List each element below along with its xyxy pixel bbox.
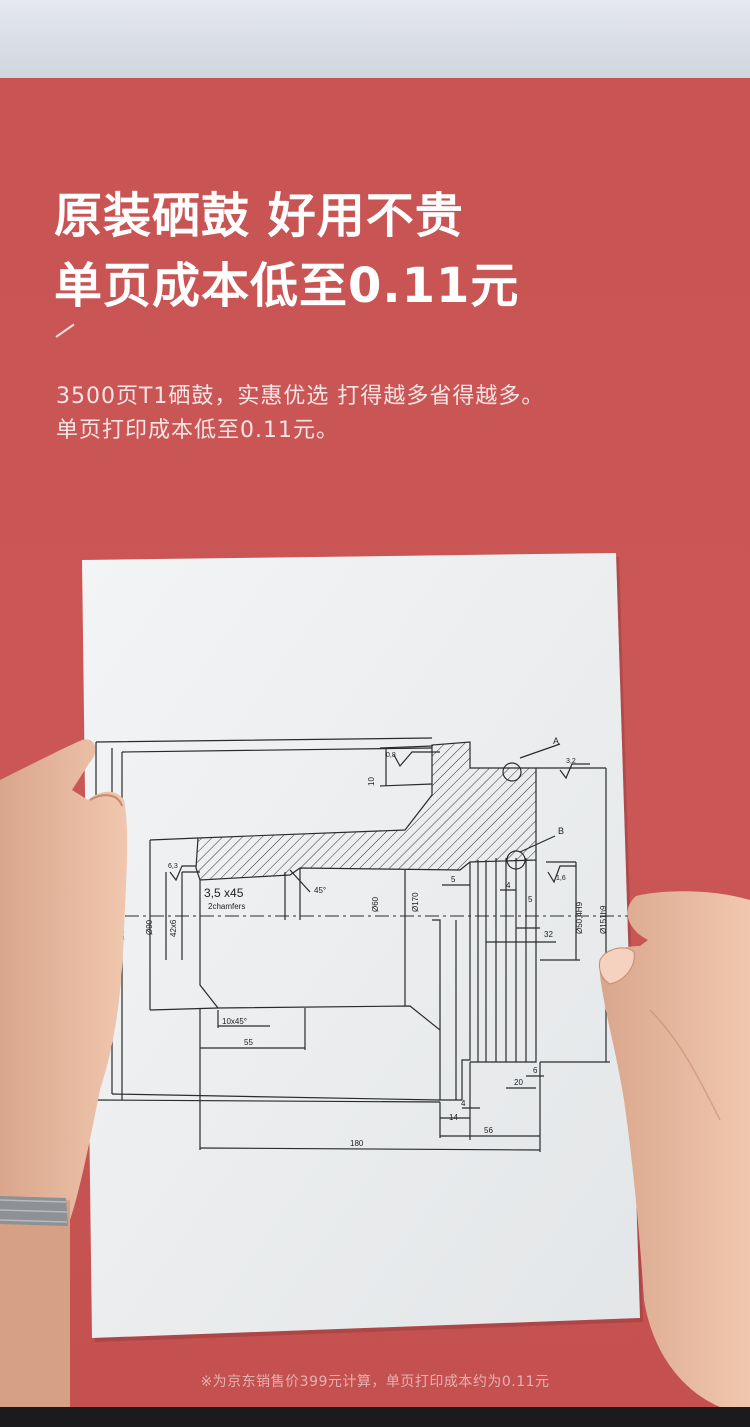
- label-dia-60: Ø60: [371, 896, 380, 912]
- left-hand: [0, 739, 128, 1407]
- top-strip: [0, 0, 750, 78]
- label-chamfer: 3,5 x45: [204, 886, 244, 900]
- label-10: 10: [367, 777, 376, 786]
- description-text: 3500页T1硒鼓，实惠优选 打得越多省得越多。单页打印成本低至0.11元。: [56, 384, 545, 443]
- label-b: B: [558, 826, 564, 836]
- label-10x45: 10x45°: [222, 1017, 247, 1026]
- label-32: 32: [544, 930, 553, 939]
- label-dia-170: Ø170: [411, 892, 420, 912]
- label-56: 56: [484, 1126, 493, 1135]
- label-a: A: [553, 736, 559, 746]
- label-5a: 5: [451, 875, 456, 884]
- drawing-labels: A B 0,8 10 3,2 6,3 1,6 3,5 x45 2chamfers…: [117, 736, 608, 1148]
- label-6: 6: [533, 1066, 538, 1075]
- label-dia-50-4: Ø50,4H9: [575, 901, 584, 934]
- label-4b: 4: [461, 1099, 466, 1108]
- label-180: 180: [350, 1139, 364, 1148]
- footnote-text: ※为京东销售价399元计算，单页打印成本约为0.11元: [200, 1374, 550, 1390]
- label-chamfer-note: 2chamfers: [208, 902, 245, 911]
- drawing-scene: A B 0,8 10 3,2 6,3 1,6 3,5 x45 2chamfers…: [0, 553, 750, 1407]
- label-5b: 5: [528, 895, 533, 904]
- label-dia-151: Ø151h9: [599, 905, 608, 934]
- label-0-8: 0,8: [386, 752, 396, 759]
- right-hand: [599, 891, 750, 1407]
- label-20: 20: [514, 1078, 523, 1087]
- headline-line-2: 单页成本低至0.11元: [54, 258, 520, 314]
- label-42x6: 42x6: [169, 919, 178, 937]
- headline-line-1: 原装硒鼓 好用不贵: [54, 188, 464, 244]
- label-4a: 4: [506, 881, 511, 890]
- paper-sheet: [82, 553, 643, 1342]
- label-14: 14: [449, 1113, 458, 1122]
- label-3-2: 3,2: [566, 758, 576, 765]
- label-45-deg: 45°: [314, 886, 326, 895]
- label-6-3: 6,3: [168, 863, 178, 870]
- label-dia-90: Ø90: [145, 919, 154, 935]
- label-1-6: 1,6: [556, 875, 566, 882]
- label-55: 55: [244, 1038, 253, 1047]
- bottom-bar: [0, 1407, 750, 1427]
